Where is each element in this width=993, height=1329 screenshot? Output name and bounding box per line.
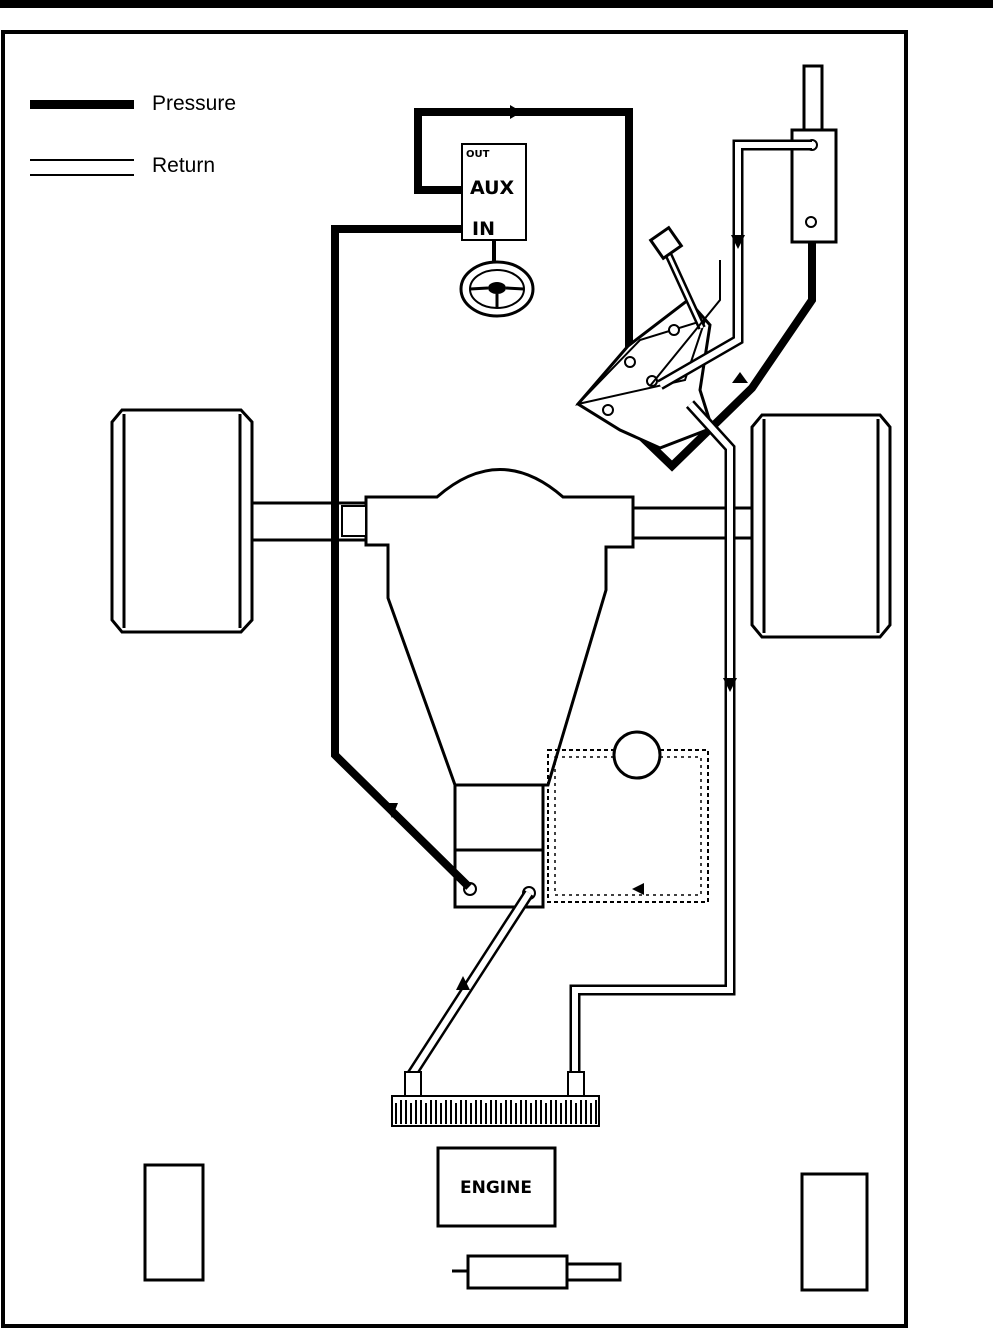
legend-pressure-label: Pressure bbox=[152, 92, 236, 115]
lift-cylinder bbox=[792, 66, 836, 242]
belt-drive bbox=[548, 732, 708, 902]
left-rear-pad bbox=[145, 1165, 203, 1280]
cylinder-rod bbox=[804, 66, 822, 136]
left-wheel bbox=[112, 410, 252, 632]
lift-control-valve bbox=[578, 228, 712, 448]
rear-shaft-coupler bbox=[452, 1256, 620, 1288]
hydraulic-reservoir bbox=[392, 1072, 599, 1126]
drive-pulley bbox=[614, 732, 660, 778]
legend-pressure-swatch bbox=[30, 100, 134, 109]
right-rear-pad bbox=[802, 1174, 867, 1290]
legend-return-label: Return bbox=[152, 154, 215, 177]
valve-out-label: OUT bbox=[466, 149, 490, 160]
valve-in-label: IN bbox=[472, 218, 495, 240]
engine-label: ENGINE bbox=[460, 1178, 532, 1198]
differential-left-flange bbox=[342, 506, 366, 536]
valve-aux-label: AUX bbox=[470, 177, 515, 199]
steering-control-valve: OUT AUX IN bbox=[462, 144, 526, 262]
hydraulic-pump bbox=[455, 785, 543, 907]
page-top-rule bbox=[0, 0, 993, 8]
legend: Pressure Return bbox=[30, 92, 236, 177]
differential-housing bbox=[366, 470, 633, 786]
steering-wheel bbox=[461, 262, 533, 316]
engine: ENGINE bbox=[438, 1148, 555, 1226]
right-wheel bbox=[752, 415, 890, 637]
